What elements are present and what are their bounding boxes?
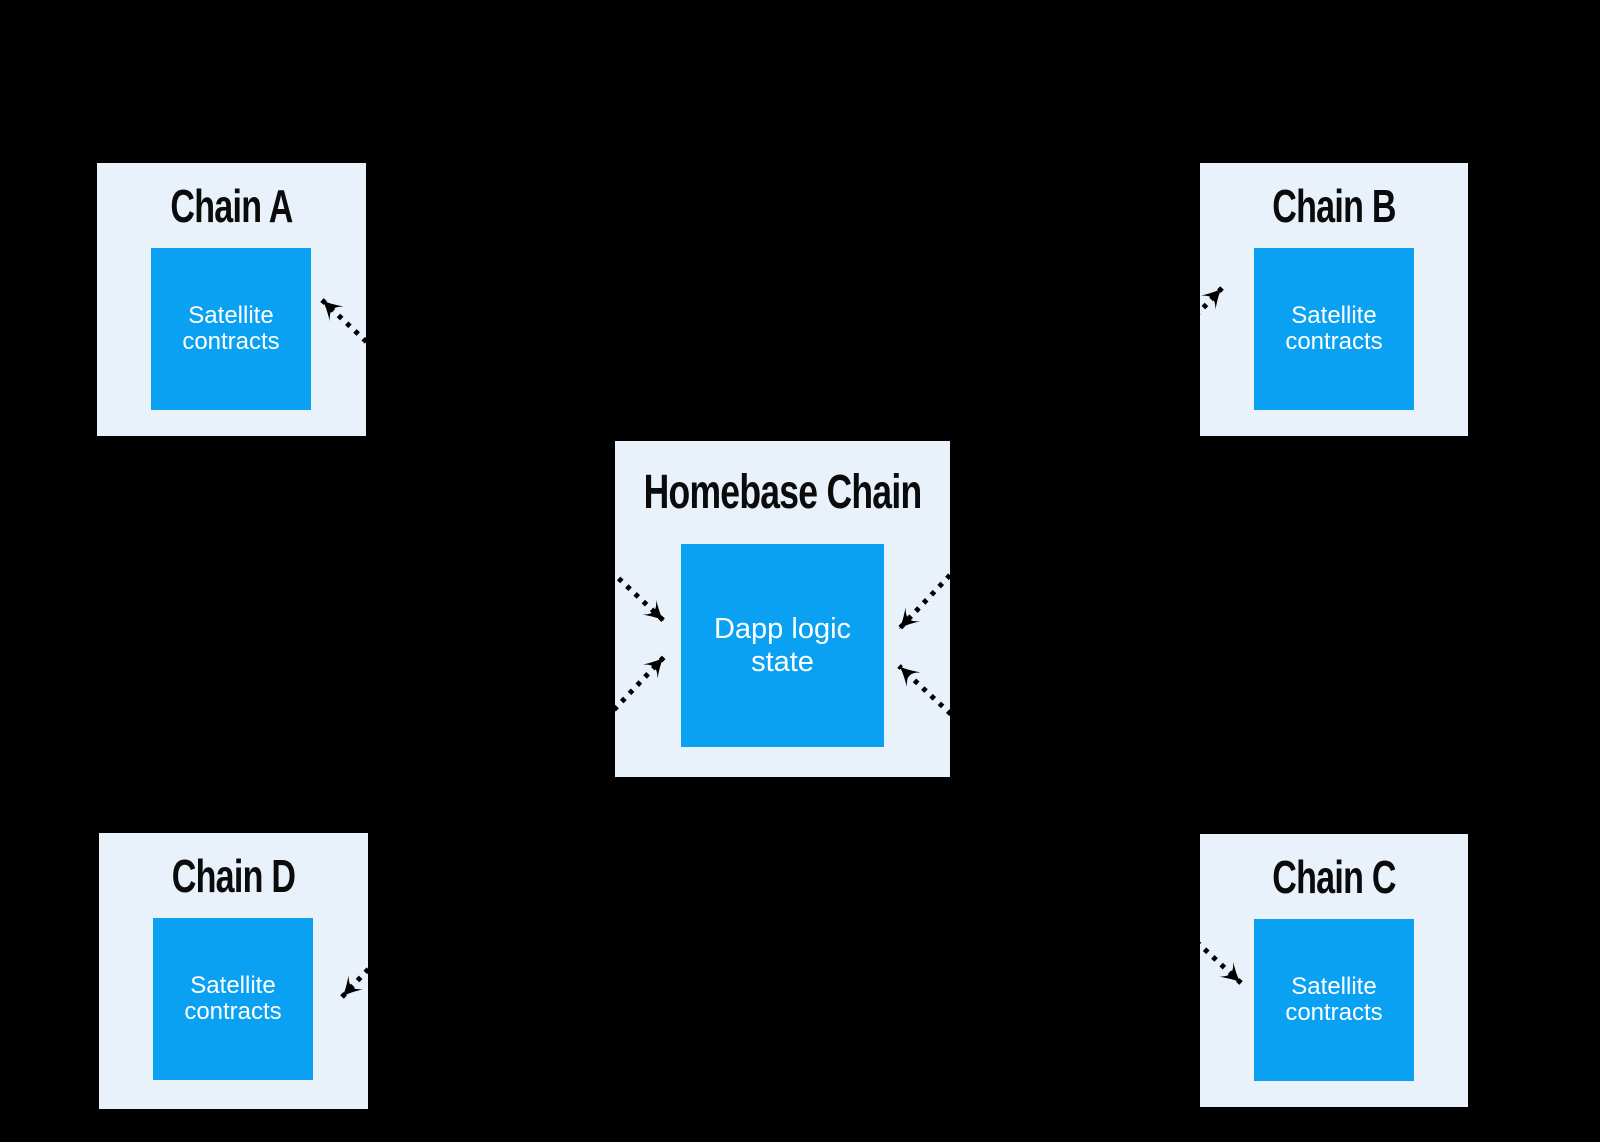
homebase-chain-title: Homebase Chain xyxy=(643,466,923,519)
node-homebase-chain: Homebase Chain Dapp logic state xyxy=(615,441,950,777)
dapp-logic-state-label: Dapp logic state xyxy=(713,613,852,678)
chain-a-satellite-contracts-box: Satellite contracts xyxy=(151,248,311,410)
chain-a-box-label: Satellite contracts xyxy=(182,301,280,355)
chain-b-satellite-contracts-box: Satellite contracts xyxy=(1254,248,1414,410)
dapp-logic-state-box: Dapp logic state xyxy=(681,544,884,747)
node-chain-c: Chain C Satellite contracts xyxy=(1200,834,1468,1107)
chain-c-satellite-contracts-box: Satellite contracts xyxy=(1254,919,1414,1081)
node-chain-a: Chain A Satellite contracts xyxy=(97,163,366,436)
chain-c-title: Chain C xyxy=(1272,850,1396,903)
chain-d-box-label: Satellite contracts xyxy=(184,971,282,1025)
chain-a-title: Chain A xyxy=(170,179,293,232)
chain-d-title: Chain D xyxy=(171,849,296,902)
chain-b-box-label: Satellite contracts xyxy=(1285,301,1383,355)
node-chain-d: Chain D Satellite contracts xyxy=(99,833,368,1109)
chain-b-title: Chain B xyxy=(1272,179,1396,232)
edge-chain-c-homebase xyxy=(897,664,1243,985)
node-chain-b: Chain B Satellite contracts xyxy=(1200,163,1468,436)
edge-chain-a-homebase xyxy=(320,298,666,623)
chain-c-box-label: Satellite contracts xyxy=(1285,972,1383,1026)
chain-d-satellite-contracts-box: Satellite contracts xyxy=(153,918,313,1080)
